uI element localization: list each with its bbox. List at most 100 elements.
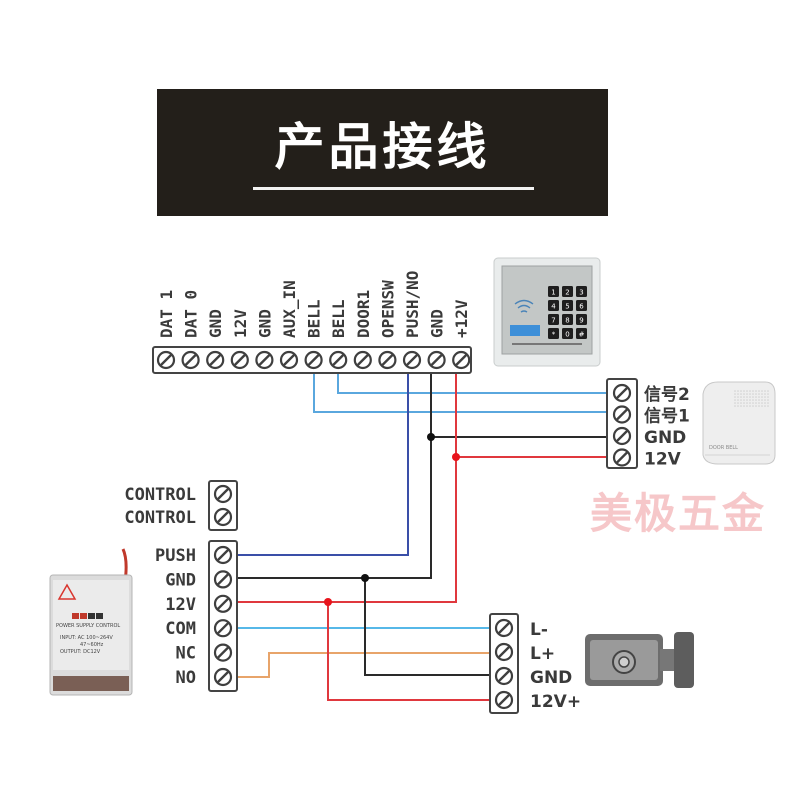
keypad-key: [576, 300, 587, 311]
control-terminal-label: CONTROL: [124, 508, 196, 528]
wire-no-lplus: [238, 652, 490, 678]
keypad-key: [562, 300, 573, 311]
doorbell-terminal-label: 信号1: [644, 406, 690, 427]
keypad-key: [576, 314, 587, 325]
doorbell-terminal-screw: [612, 448, 632, 467]
power-supply-device-image: POWER SUPPLY CONTROL INPUT: AC 100~264V …: [49, 548, 133, 696]
keypad-key: [576, 286, 587, 297]
svg-text:47~60Hz: 47~60Hz: [80, 642, 104, 648]
controller-terminal-screw: [181, 350, 200, 370]
controller-terminal-label: GND: [206, 309, 225, 338]
svg-text:0: 0: [565, 331, 569, 339]
svg-text:4: 4: [551, 303, 556, 311]
doorbell-device-image: DOOR BELL: [702, 381, 776, 465]
doorbell-terminal-label: 信号2: [644, 384, 690, 405]
rfid-icon: [514, 299, 534, 313]
keypad-key: [548, 286, 559, 297]
wire-12v-main: [238, 372, 457, 603]
svg-text:7: 7: [551, 317, 555, 325]
title-banner: 产品接线: [157, 89, 608, 216]
power-terminal-screw: [213, 619, 233, 638]
svg-text:OUTPUT: DC12V: OUTPUT: DC12V: [60, 649, 101, 655]
controller-terminal-label: AUX_IN: [280, 280, 299, 338]
svg-text:2: 2: [565, 289, 569, 297]
power-terminal-screw: [213, 594, 233, 613]
doorbell-terminal-label: 12V: [644, 450, 682, 470]
control-terminal-screw: [213, 484, 233, 504]
wire-bell-signal2: [337, 372, 608, 394]
junction-gnd-top: [427, 433, 435, 441]
junction-12v-bottom: [324, 598, 332, 606]
controller-terminal-screw: [156, 350, 176, 370]
controller-terminal-label: DOOR1: [354, 290, 373, 338]
svg-text:8: 8: [565, 317, 569, 325]
controller-terminal-label: GND: [428, 309, 447, 338]
doorbell-terminal-screw: [612, 426, 632, 446]
lock-terminal-label: L-: [530, 620, 548, 640]
controller-terminal-screw: [402, 350, 422, 370]
junction-12v-top: [452, 453, 460, 461]
power-terminal-screw: [213, 545, 233, 565]
svg-text:1: 1: [551, 289, 555, 297]
control-terminal-block: [208, 480, 238, 531]
keypad-key: [548, 328, 559, 339]
power-terminal-label: PUSH: [155, 546, 196, 566]
controller-terminal-block: [152, 346, 472, 374]
power-terminal-label: NO: [176, 668, 196, 688]
wire-bell-signal1: [313, 372, 608, 413]
power-terminal-label: COM: [165, 619, 196, 639]
controller-terminal-label: PUSH/NO: [403, 271, 422, 338]
svg-text:6: 6: [579, 303, 584, 311]
keypad-key: [562, 286, 573, 297]
svg-text:POWER SUPPLY CONTROL: POWER SUPPLY CONTROL: [56, 623, 120, 629]
lock-terminal-screw: [494, 690, 514, 710]
controller-terminal-label: OPENSW: [378, 280, 397, 338]
svg-text:DOOR BELL: DOOR BELL: [709, 445, 738, 451]
controller-terminal-label: BELL: [305, 299, 324, 338]
controller-terminal-screw: [427, 350, 446, 370]
controller-terminal-screw: [452, 350, 471, 370]
lock-terminal-label: GND: [530, 668, 572, 688]
lock-terminal-screw: [494, 642, 514, 662]
banner-title: 产品接线: [274, 118, 491, 176]
controller-terminal-screw: [353, 350, 372, 370]
power-terminal-screw: [213, 570, 233, 589]
electric-lock-device-image: [585, 632, 694, 688]
power-terminal-label: NC: [176, 644, 196, 664]
watermark: 美极五金: [590, 489, 767, 538]
controller-terminal-screw: [279, 350, 299, 370]
doorbell-terminal-block: [606, 378, 638, 469]
control-terminal-screw: [213, 507, 233, 527]
doorbell-terminal-label: GND: [644, 428, 686, 448]
lock-terminal-label: 12V+: [530, 692, 581, 712]
lock-terminal-block: [489, 613, 519, 714]
wire-push: [238, 372, 409, 556]
keypad-key: [562, 328, 573, 339]
lock-terminal-label: L+: [530, 644, 555, 664]
power-terminal-label: 12V: [165, 595, 196, 615]
lock-terminal-screw: [494, 618, 514, 638]
controller-terminal-label: DAT 0: [182, 290, 201, 338]
warning-icon: [57, 583, 77, 600]
keypad-key: [548, 314, 559, 325]
controller-terminal-label: GND: [255, 309, 274, 338]
keypad-key: [576, 328, 587, 339]
keypad-key: [562, 314, 573, 325]
controller-terminal-label: DAT 1: [157, 290, 176, 338]
power-terminal-screw: [213, 667, 233, 687]
junction-gnd-bottom: [361, 574, 369, 582]
wire-12v-lock: [327, 602, 490, 701]
controller-terminal-screw: [378, 350, 397, 370]
controller-terminal-screw: [255, 350, 274, 370]
control-terminal-label: CONTROL: [124, 485, 196, 505]
power-terminal-block: [208, 540, 238, 692]
svg-text:INPUT: AC 100~264V: INPUT: AC 100~264V: [60, 635, 113, 641]
svg-text:3: 3: [579, 289, 583, 297]
power-terminal-screw: [213, 643, 233, 662]
svg-text:5: 5: [565, 303, 569, 311]
power-terminal-label: GND: [165, 570, 196, 590]
controller-terminal-label: BELL: [329, 299, 348, 338]
doorbell-terminal-screw: [612, 405, 632, 424]
